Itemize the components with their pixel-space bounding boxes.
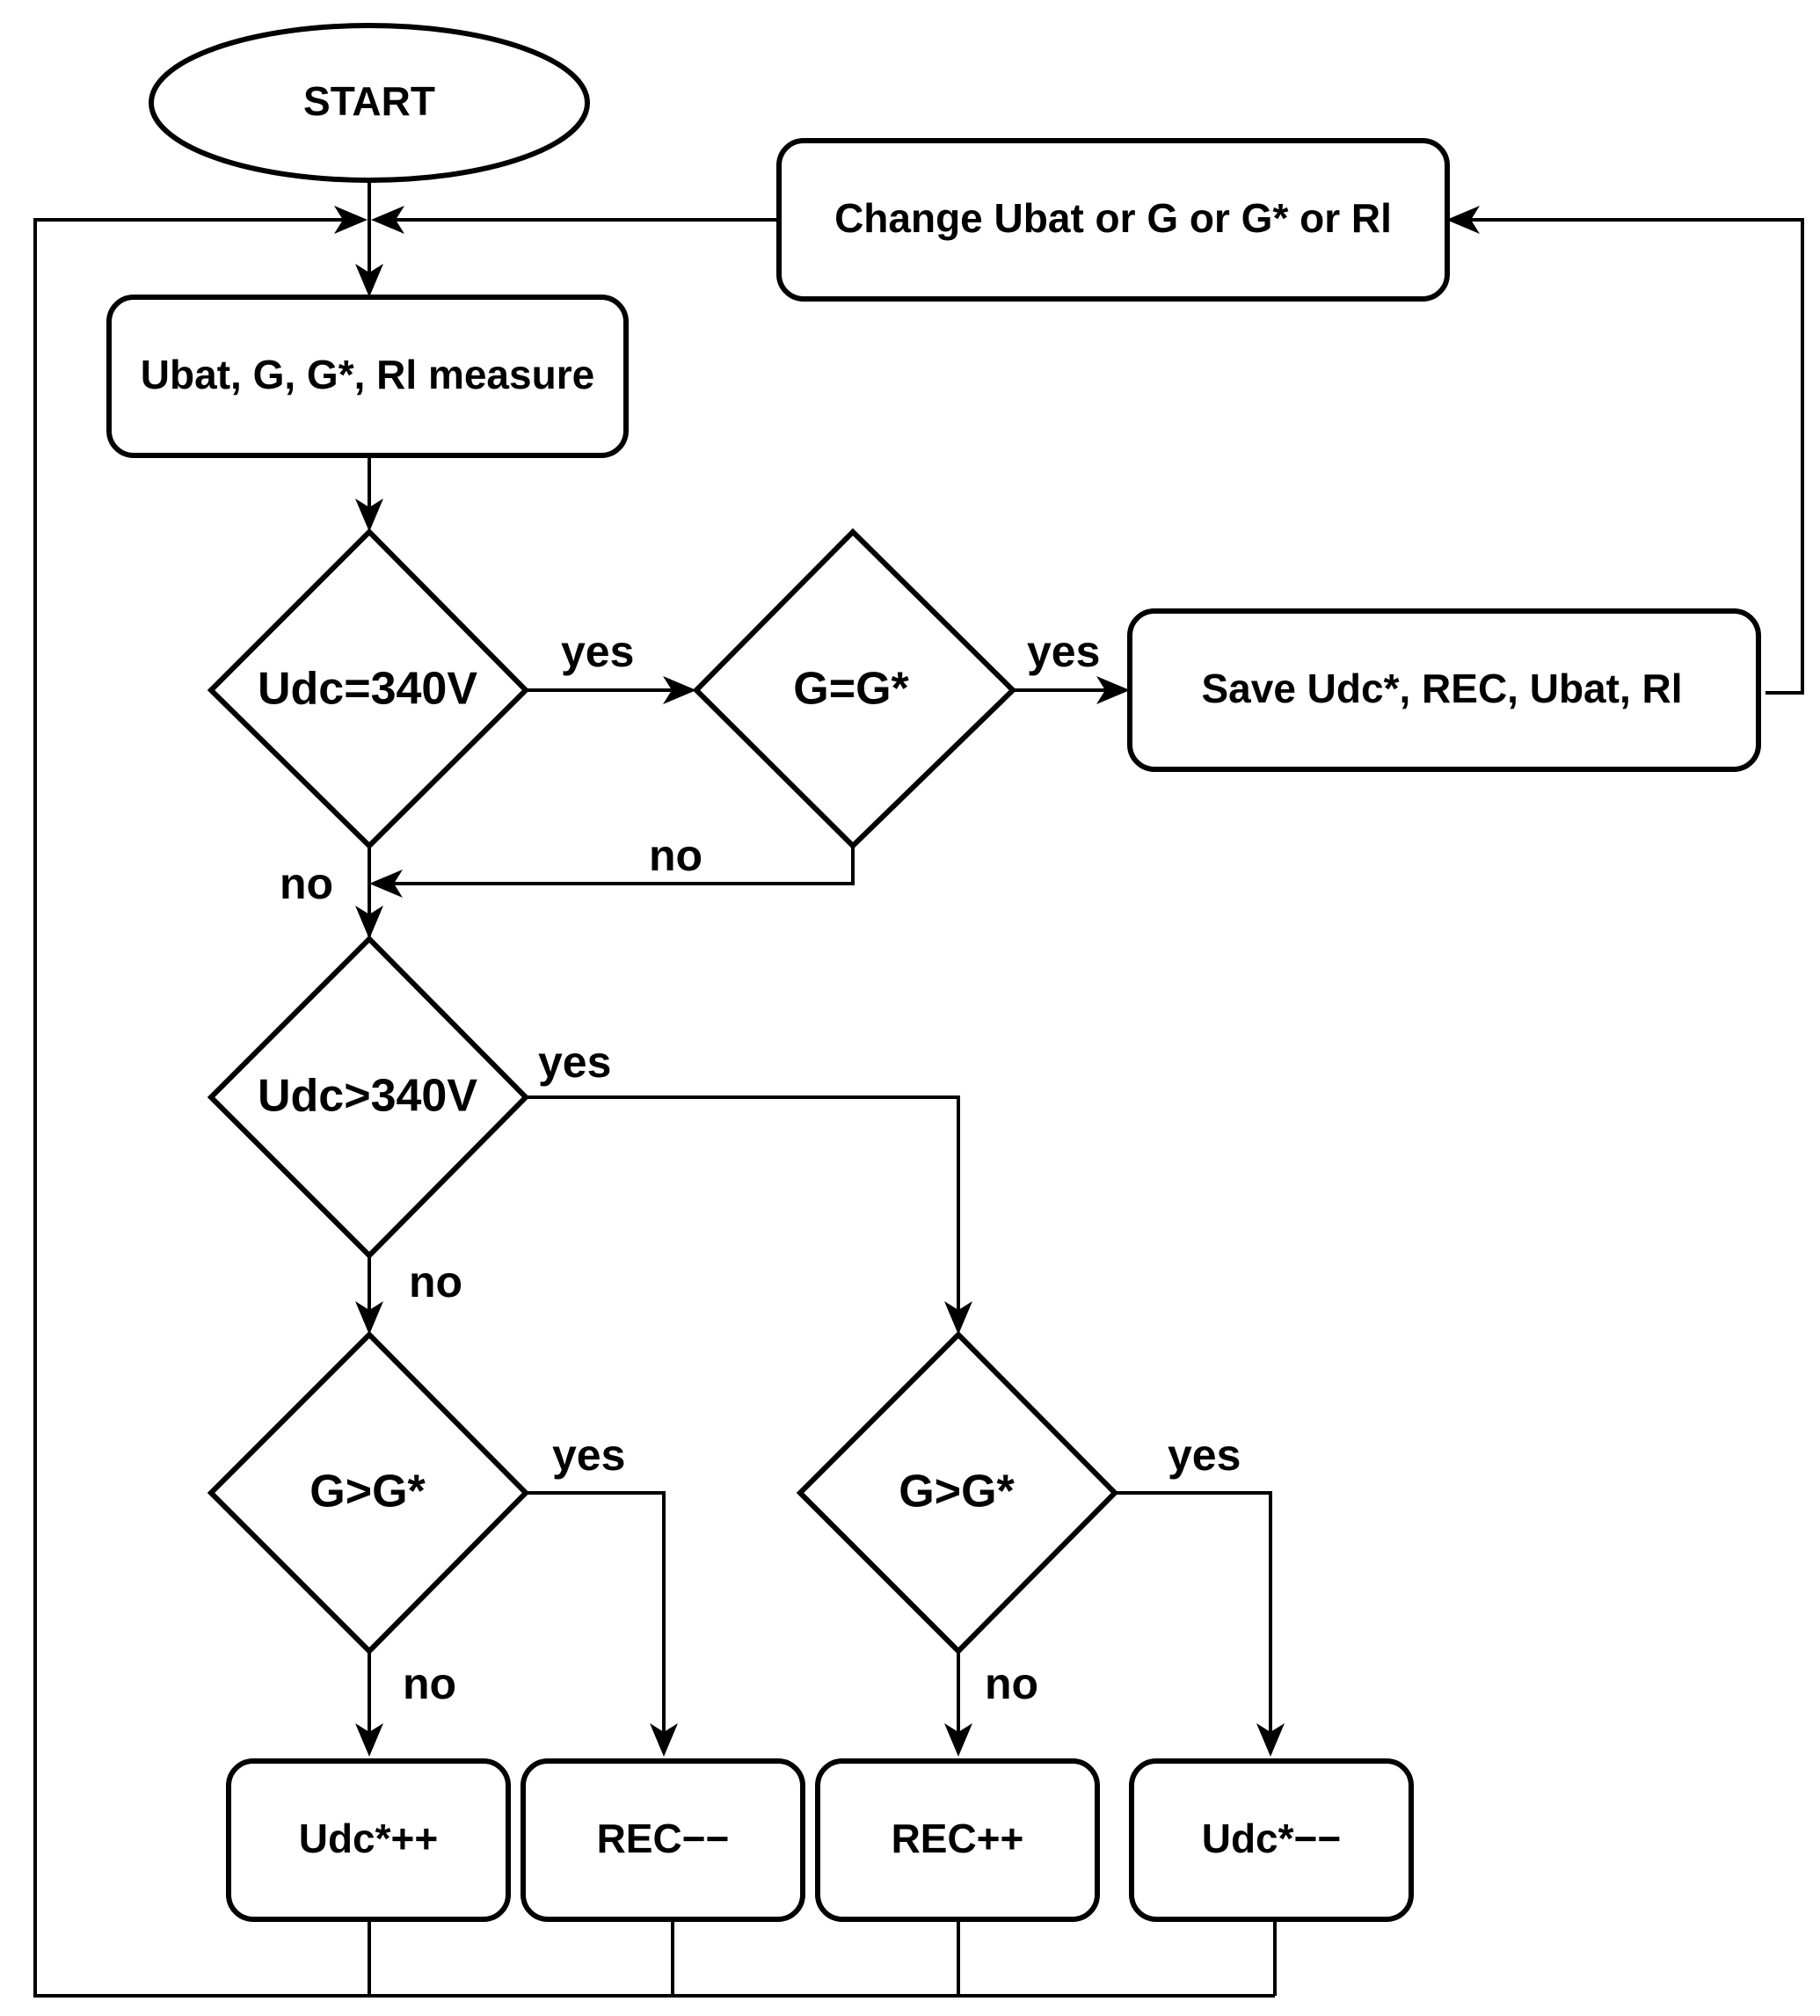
- arrowhead-merge-from-left: [334, 206, 368, 234]
- udc-inc-label: Udc*++: [299, 1816, 439, 1861]
- arrowhead-merge-from-right: [371, 206, 404, 234]
- udc-dec-label: Udc*−−: [1202, 1816, 1342, 1861]
- arrowhead-into-g-eq: [663, 676, 696, 704]
- arrowhead-into-measure: [355, 264, 383, 297]
- rec-dec-box: [521, 1758, 805, 1922]
- edge-g-gt-right-yes: [1115, 1491, 1272, 1736]
- udc-gt-label: Udc>340V: [258, 1071, 477, 1122]
- g-gt-right-decision: G>G*: [796, 1330, 1119, 1656]
- arrowhead-into-udc-gt: [355, 906, 383, 939]
- edge-udc-gt-yes: [526, 1095, 960, 1319]
- label-g-gt-right-no: no: [985, 1659, 1038, 1708]
- udc-inc-box: [226, 1758, 511, 1922]
- save-node: Save Udc*, REC, Ubat, Rl: [1127, 608, 1761, 772]
- arrowhead-into-udc-dec: [1256, 1723, 1285, 1757]
- arrowhead-into-right-g-gt: [944, 1301, 972, 1335]
- label-udc-gt-no: no: [409, 1257, 462, 1306]
- measure-label: Ubat, G, G*, Rl measure: [141, 352, 594, 397]
- arrowhead-into-change: [1446, 206, 1480, 234]
- g-eq-diamond: [692, 528, 1017, 850]
- arrowhead-into-udc-inc: [355, 1723, 383, 1757]
- label-g-eq-yes: yes: [1027, 627, 1100, 676]
- g-eq-label: G=G*: [793, 664, 909, 715]
- change-node: Change Ubat or G or G* or Rl: [776, 138, 1450, 302]
- arrowhead-into-save: [1096, 676, 1130, 704]
- g-gt-left-label: G>G*: [309, 1467, 426, 1517]
- edge-labels: yes yes no no yes no yes no yes no: [280, 627, 1241, 1708]
- rec-dec-node: REC−−: [521, 1758, 805, 1922]
- measure-node: Ubat, G, G*, Rl measure: [106, 295, 629, 458]
- change-label: Change Ubat or G or G* or Rl: [834, 195, 1392, 241]
- label-g-gt-left-yes: yes: [552, 1430, 625, 1480]
- start-node: START: [149, 23, 590, 183]
- arrowhead-into-rec-dec: [650, 1723, 678, 1757]
- rec-inc-node: REC++: [815, 1758, 1100, 1922]
- label-udc-eq-no: no: [280, 859, 333, 908]
- arrowhead-g-eq-no-merge: [369, 870, 403, 898]
- rec-dec-label: REC−−: [597, 1816, 730, 1861]
- g-gt-right-label: G>G*: [899, 1467, 1015, 1517]
- arrowhead-into-left-g-gt: [355, 1301, 383, 1335]
- arrowhead-into-udc-eq: [355, 499, 383, 532]
- udc-dec-box: [1129, 1758, 1414, 1922]
- edge-g-gt-left-yes: [526, 1491, 666, 1736]
- g-gt-left-diamond: [207, 1330, 530, 1656]
- edge-loop-return-left: [33, 218, 369, 1998]
- udc-eq-label: Udc=340V: [258, 664, 477, 715]
- label-g-gt-right-yes: yes: [1168, 1430, 1241, 1480]
- edge-save-to-change: [1468, 218, 1804, 695]
- udc-eq-decision: Udc=340V: [207, 528, 530, 850]
- label-g-eq-no: no: [649, 831, 703, 880]
- g-gt-left-decision: G>G*: [207, 1330, 530, 1656]
- g-eq-decision: G=G*: [692, 528, 1017, 850]
- udc-inc-node: Udc*++: [226, 1758, 511, 1922]
- rec-inc-box: [815, 1758, 1100, 1922]
- start-label: START: [303, 78, 435, 124]
- label-udc-gt-yes: yes: [538, 1037, 611, 1087]
- udc-gt-decision: Udc>340V: [207, 935, 530, 1260]
- save-box: [1127, 608, 1761, 772]
- arrowhead-into-rec-inc: [944, 1723, 972, 1757]
- label-udc-eq-yes: yes: [561, 627, 634, 676]
- change-box: [776, 138, 1450, 302]
- rec-inc-label: REC++: [892, 1816, 1024, 1861]
- arrowheads: [334, 206, 1480, 1757]
- udc-dec-node: Udc*−−: [1129, 1758, 1414, 1922]
- label-g-gt-left-no: no: [403, 1659, 456, 1708]
- measure-box: [106, 295, 629, 458]
- save-label: Save Udc*, REC, Ubat, Rl: [1201, 666, 1682, 711]
- edge-g-eq-no: [387, 846, 855, 885]
- udc-gt-diamond: [207, 935, 530, 1260]
- udc-eq-diamond: [207, 528, 530, 850]
- start-ellipse: [149, 23, 590, 183]
- g-gt-right-diamond: [796, 1330, 1119, 1656]
